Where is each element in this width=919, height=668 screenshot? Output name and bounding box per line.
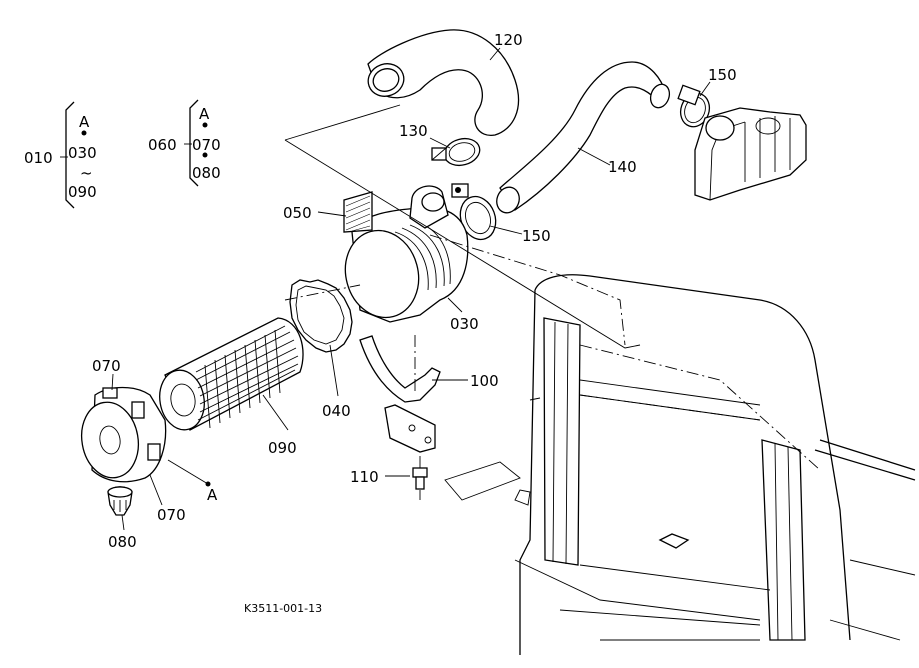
label-100: 100: [470, 372, 499, 390]
engine-intake: [694, 107, 807, 201]
label-ref-090: 090: [68, 183, 97, 201]
clamp-150-mid: [451, 183, 497, 241]
label-150-top: 150: [708, 66, 737, 84]
label-ref-a-3: A: [207, 486, 218, 504]
label-010: 010: [24, 149, 53, 167]
air-cleaner-body-030: [344, 185, 469, 323]
label-030: 030: [450, 315, 479, 333]
valve-080: [107, 486, 133, 516]
label-050: 050: [283, 204, 312, 222]
part-050: [343, 191, 373, 233]
clamp-150-top: [677, 84, 711, 128]
label-130: 130: [399, 122, 428, 140]
hose-140: [496, 61, 671, 214]
ring-040: [289, 279, 353, 353]
label-ref-030: 030: [68, 144, 97, 162]
label-120: 120: [494, 31, 523, 49]
label-110: 110: [350, 468, 379, 486]
leader-lines: [111, 47, 711, 531]
bracket-100: [359, 335, 441, 453]
drawing-number: K3511-001-13: [244, 602, 322, 615]
tractor-frame: [444, 274, 916, 655]
label-ref-080: 080: [192, 164, 221, 182]
reference-group-060: [184, 99, 208, 187]
hose-120: [367, 29, 520, 136]
label-150-mid: 150: [522, 227, 551, 245]
clamp-130: [431, 137, 481, 167]
label-070-bottom: 070: [157, 506, 186, 524]
label-ref-a-1: A: [79, 113, 90, 131]
reference-group-010: [60, 101, 87, 209]
filter-element-090: [159, 317, 304, 431]
callout-labels: 010 A 030 ~ 090 060 A 070 080 120 130 14…: [24, 31, 737, 615]
label-090: 090: [268, 439, 297, 457]
label-060: 060: [148, 136, 177, 154]
label-tilde: ~: [80, 164, 93, 182]
label-ref-070: 070: [192, 136, 221, 154]
bolt-110: [412, 456, 428, 490]
cover-070: [80, 386, 167, 483]
label-140: 140: [608, 158, 637, 176]
label-070-top: 070: [92, 357, 121, 375]
label-040: 040: [322, 402, 351, 420]
label-ref-a-2: A: [199, 105, 210, 123]
label-080: 080: [108, 533, 137, 551]
alignment-lines: [284, 104, 821, 500]
